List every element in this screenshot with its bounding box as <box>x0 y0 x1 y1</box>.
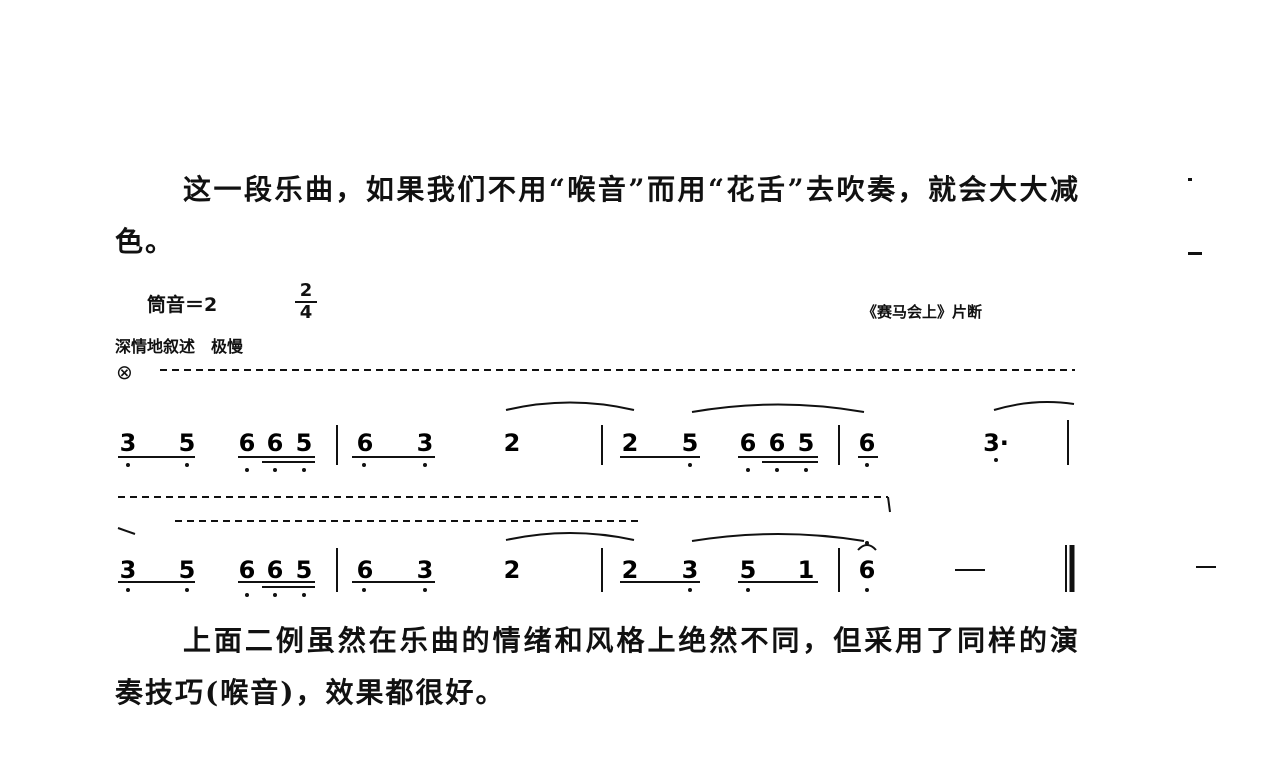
note: 5 <box>296 556 313 584</box>
note: 6 <box>357 429 374 457</box>
octave-dot <box>423 588 427 592</box>
note: 2 <box>504 429 521 457</box>
octave-dot <box>362 463 366 467</box>
note: 6 <box>357 556 374 584</box>
octave-dot <box>746 468 750 472</box>
octave-dot <box>273 468 277 472</box>
octave-dot <box>245 593 249 597</box>
octave-dot <box>362 588 366 592</box>
tempo-expression: 深情地叙述 极慢 <box>115 337 244 356</box>
intro-paragraph: 这一段乐曲，如果我们不用“喉音”而用“花舌”去吹奏，就会大大减色。 <box>115 173 1080 258</box>
octave-dot <box>746 588 750 592</box>
note: 6 <box>267 429 284 457</box>
note: 5 <box>798 429 815 457</box>
fermata <box>857 544 877 551</box>
octave-dot <box>302 593 306 597</box>
note: 6 <box>239 429 256 457</box>
slur <box>691 533 865 542</box>
closing-paragraph: 上面二例虽然在乐曲的情绪和风格上绝然不同，但采用了同样的演奏技巧(喉音)，效果都… <box>115 624 1080 709</box>
technique-line-end <box>887 496 891 513</box>
note: 6 <box>859 429 876 457</box>
time-signature-numerator: 2 <box>299 280 313 301</box>
note: 2 <box>622 429 639 457</box>
margin-mark <box>1188 178 1192 181</box>
octave-dot <box>804 468 808 472</box>
key-signature: 筒音＝2 <box>147 294 218 316</box>
octave-dot <box>775 468 779 472</box>
note: 3· <box>983 429 1009 457</box>
slur <box>993 401 1075 411</box>
note: 2 <box>504 556 521 584</box>
note: 3 <box>417 556 434 584</box>
throat-tone-symbol: ⊗ <box>116 360 133 384</box>
margin-mark <box>1188 252 1202 255</box>
note: 6 <box>740 429 757 457</box>
octave-dot <box>994 458 998 462</box>
note: 5 <box>179 429 196 457</box>
note: 3 <box>417 429 434 457</box>
note: 6 <box>239 556 256 584</box>
note: 6 <box>267 556 284 584</box>
time-signature-denominator: 4 <box>299 302 313 323</box>
octave-dot <box>688 463 692 467</box>
fermata-dot <box>865 541 869 545</box>
octave-dot <box>302 468 306 472</box>
excerpt-source: 《赛马会上》片断 <box>862 303 983 321</box>
note: 5 <box>179 556 196 584</box>
note: 3 <box>682 556 699 584</box>
slur <box>505 532 635 541</box>
octave-dot <box>126 463 130 467</box>
note: 2 <box>622 556 639 584</box>
octave-dot <box>245 468 249 472</box>
octave-dot <box>185 588 189 592</box>
note: 1 <box>798 556 815 584</box>
margin-mark <box>1196 566 1216 568</box>
octave-dot <box>273 593 277 597</box>
note: 3 <box>120 556 137 584</box>
octave-dot <box>185 463 189 467</box>
slur <box>117 527 136 535</box>
note: 6 <box>769 429 786 457</box>
note: 5 <box>682 429 699 457</box>
slur <box>505 401 635 411</box>
note: 3 <box>120 429 137 457</box>
octave-dot <box>865 588 869 592</box>
note: 6 <box>859 556 876 584</box>
octave-dot <box>688 588 692 592</box>
octave-dot <box>865 463 869 467</box>
note: 5 <box>740 556 757 584</box>
time-signature: 2 4 <box>295 282 317 322</box>
octave-dot <box>126 588 130 592</box>
slur <box>691 403 865 413</box>
time-signature-bar <box>295 301 317 303</box>
octave-dot <box>423 463 427 467</box>
note: 5 <box>296 429 313 457</box>
